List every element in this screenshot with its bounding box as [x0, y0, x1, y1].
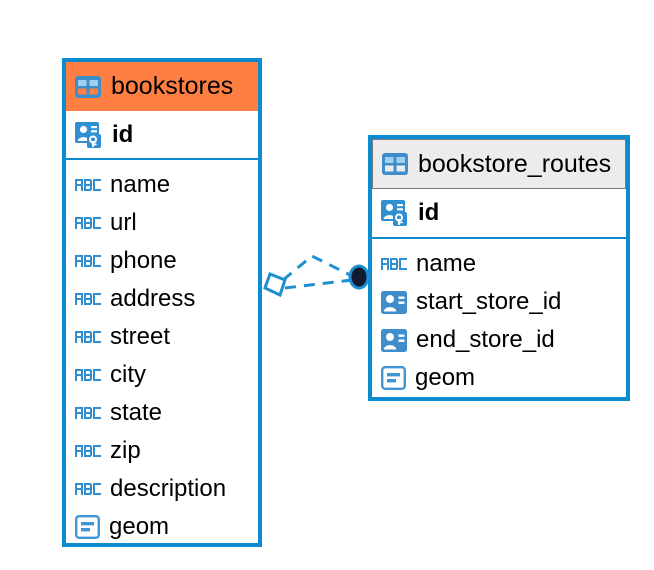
fields-group-bookstore-routes: name start_store_id	[372, 239, 626, 397]
field-row-address[interactable]: address	[66, 280, 258, 318]
abc-text-icon	[75, 406, 101, 420]
primary-key-icon	[75, 121, 103, 148]
field-row-city[interactable]: city	[66, 356, 258, 394]
geometry-icon	[381, 366, 407, 391]
field-row-end-store-id[interactable]: end_store_id	[372, 321, 626, 359]
field-label: id	[418, 199, 440, 226]
filled-circle-marker	[348, 264, 370, 290]
field-row-geom[interactable]: geom	[372, 359, 626, 397]
field-label: geom	[109, 513, 170, 540]
field-label: street	[110, 323, 171, 350]
field-label: description	[110, 475, 227, 502]
field-row-url[interactable]: url	[66, 204, 258, 242]
abc-text-icon	[75, 254, 101, 268]
field-label: phone	[110, 247, 177, 274]
entity-header-bookstores[interactable]: bookstores	[66, 62, 258, 111]
field-label: url	[110, 209, 137, 236]
table-icon	[382, 153, 408, 175]
abc-text-icon	[75, 292, 101, 306]
geometry-icon	[75, 515, 101, 540]
field-row-phone[interactable]: phone	[66, 242, 258, 280]
abc-text-icon	[75, 178, 101, 192]
field-row-id[interactable]: id	[66, 111, 258, 160]
abc-text-icon	[75, 216, 101, 230]
field-row-geom[interactable]: geom	[66, 508, 258, 546]
foreign-key-icon	[381, 290, 407, 314]
field-label: geom	[415, 364, 476, 391]
entity-header-bookstore-routes[interactable]: bookstore_routes	[372, 139, 626, 189]
diamond-open-marker	[263, 272, 287, 298]
field-label: id	[112, 120, 134, 148]
entity-bookstores[interactable]: bookstores id	[62, 58, 262, 547]
field-label: start_store_id	[416, 288, 562, 315]
field-label: city	[110, 361, 146, 388]
entity-title: bookstores	[111, 72, 234, 100]
foreign-key-icon	[381, 328, 407, 352]
field-label: state	[110, 399, 163, 426]
abc-text-icon	[75, 444, 101, 458]
fields-group-bookstores: name u	[66, 160, 258, 546]
field-label: address	[110, 285, 196, 312]
abc-text-icon	[381, 257, 407, 271]
field-row-zip[interactable]: zip	[66, 432, 258, 470]
field-row-description[interactable]: description	[66, 470, 258, 508]
table-icon	[75, 75, 101, 98]
field-row-name[interactable]: name	[372, 245, 626, 283]
field-row-id[interactable]: id	[372, 189, 626, 239]
field-label: zip	[110, 437, 141, 464]
entity-bookstore-routes[interactable]: bookstore_routes id	[368, 135, 630, 401]
relationship-line-upper	[282, 254, 353, 282]
field-row-street[interactable]: street	[66, 318, 258, 356]
field-label: end_store_id	[416, 326, 555, 353]
abc-text-icon	[75, 368, 101, 382]
field-row-start-store-id[interactable]: start_store_id	[372, 283, 626, 321]
entity-title: bookstore_routes	[418, 149, 612, 178]
field-label: name	[110, 171, 171, 198]
primary-key-icon	[381, 200, 409, 226]
abc-text-icon	[75, 330, 101, 344]
field-label: name	[416, 250, 477, 277]
field-row-state[interactable]: state	[66, 394, 258, 432]
relationship-line-lower	[284, 278, 353, 290]
field-row-name[interactable]: name	[66, 166, 258, 204]
abc-text-icon	[75, 482, 101, 496]
